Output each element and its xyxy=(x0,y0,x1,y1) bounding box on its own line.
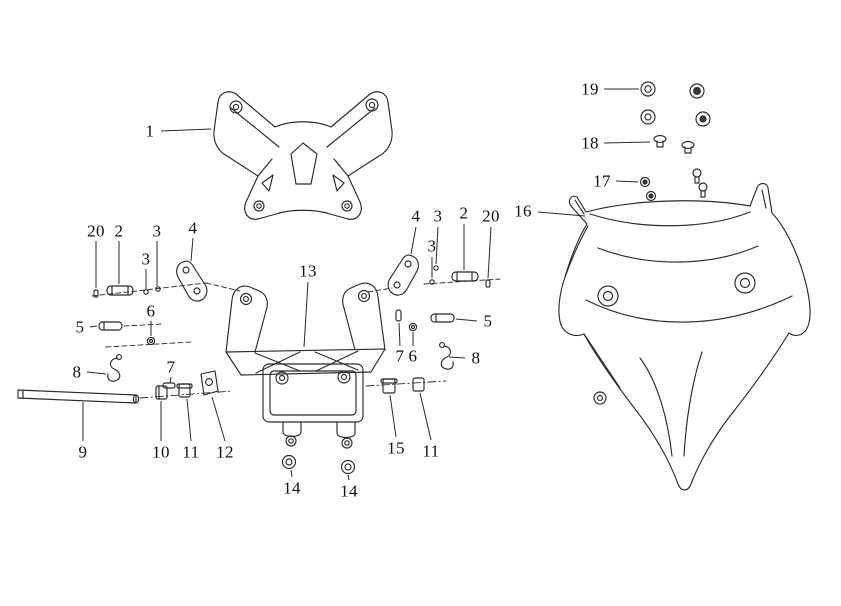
leader-line-18 xyxy=(603,141,651,144)
callout-3: 3 xyxy=(152,221,162,241)
leader-line-4 xyxy=(190,237,194,262)
callout-2: 2 xyxy=(459,203,469,223)
part-4-link-right xyxy=(387,254,419,296)
part-15-flanged-bushing xyxy=(380,378,398,394)
callout-3: 3 xyxy=(427,236,437,256)
callout-4: 4 xyxy=(411,206,421,226)
callout-19: 19 xyxy=(581,79,599,99)
part-5-bushing-right xyxy=(430,313,455,323)
callout-11: 11 xyxy=(422,441,440,461)
callout-10: 10 xyxy=(152,442,170,462)
part-11-flanged-bushing-left xyxy=(176,383,193,398)
leader-line-12 xyxy=(211,396,226,442)
hardware-left-group xyxy=(91,260,241,389)
leader-line-15 xyxy=(389,394,397,438)
leader-line-8 xyxy=(448,356,466,359)
fastener-group-17 xyxy=(639,168,708,202)
part-1-top-bracket-drawing xyxy=(213,91,393,220)
callout-18: 18 xyxy=(581,133,599,153)
leader-line-1 xyxy=(160,128,212,132)
callout-14: 14 xyxy=(283,478,301,498)
leader-line-7 xyxy=(398,322,401,347)
callout-7: 7 xyxy=(166,357,176,377)
leader-line-14 xyxy=(347,474,350,481)
callout-20: 20 xyxy=(87,221,105,241)
leader-line-14 xyxy=(290,469,293,478)
part-11-bushing-right xyxy=(412,377,425,392)
callout-5: 5 xyxy=(75,317,85,337)
part-3-pins-left xyxy=(143,286,161,295)
part-4-link-left xyxy=(176,260,208,302)
leader-line-7 xyxy=(169,376,172,384)
callout-6: 6 xyxy=(146,301,156,321)
callout-13: 13 xyxy=(299,261,317,281)
part-7-pin-right xyxy=(395,309,402,322)
leader-line-4 xyxy=(410,226,417,255)
leader-line-5 xyxy=(89,325,98,328)
callout-6: 6 xyxy=(408,346,418,366)
part-16-fairing-drawing xyxy=(558,182,811,491)
leader-line-20 xyxy=(487,226,492,279)
callout-2: 2 xyxy=(114,221,124,241)
part-8-hook-right xyxy=(439,342,454,370)
part-9-rod xyxy=(17,389,140,404)
fastener-group-18 xyxy=(653,135,695,154)
callout-16: 16 xyxy=(514,201,532,221)
screws-14-drawing xyxy=(281,435,356,475)
hardware-right-group xyxy=(365,254,501,394)
part-2-sleeve-right xyxy=(451,271,479,282)
part-10-bushing xyxy=(155,385,168,400)
fastener-group-19 xyxy=(640,81,711,127)
callout-14: 14 xyxy=(340,481,358,501)
callout-5: 5 xyxy=(483,311,493,331)
callout-8: 8 xyxy=(471,348,481,368)
callout-15: 15 xyxy=(387,438,405,458)
leader-line-11 xyxy=(419,392,432,441)
part-6-washer-right xyxy=(408,322,418,332)
callout-3: 3 xyxy=(141,249,151,269)
part-8-hook-left xyxy=(107,354,122,382)
callout-7: 7 xyxy=(395,346,405,366)
callout-11: 11 xyxy=(182,442,200,462)
callout-4: 4 xyxy=(188,218,198,238)
leader-line-13 xyxy=(303,281,309,348)
part-2-sleeve-left xyxy=(106,285,134,296)
callout-12: 12 xyxy=(216,442,234,462)
rod-9-group xyxy=(17,370,233,404)
leader-line-8 xyxy=(86,371,107,375)
leader-line-3 xyxy=(435,226,439,265)
callout-1: 1 xyxy=(145,121,155,141)
part-5-bushing-left xyxy=(98,321,163,331)
callout-17: 17 xyxy=(593,171,611,191)
callout-8: 8 xyxy=(72,362,82,382)
part-12-pivot-bracket xyxy=(200,370,219,396)
part-3-pins-right xyxy=(429,265,439,285)
leader-line-11 xyxy=(186,398,192,442)
leader-line-16 xyxy=(537,211,586,217)
leader-line-17 xyxy=(615,180,639,183)
part-20-pin-left xyxy=(93,289,99,298)
callout-20: 20 xyxy=(482,206,500,226)
part-20-pin-right xyxy=(485,279,491,288)
leader-line-5 xyxy=(455,318,478,322)
callout-3: 3 xyxy=(433,206,443,226)
callout-9: 9 xyxy=(78,442,88,462)
